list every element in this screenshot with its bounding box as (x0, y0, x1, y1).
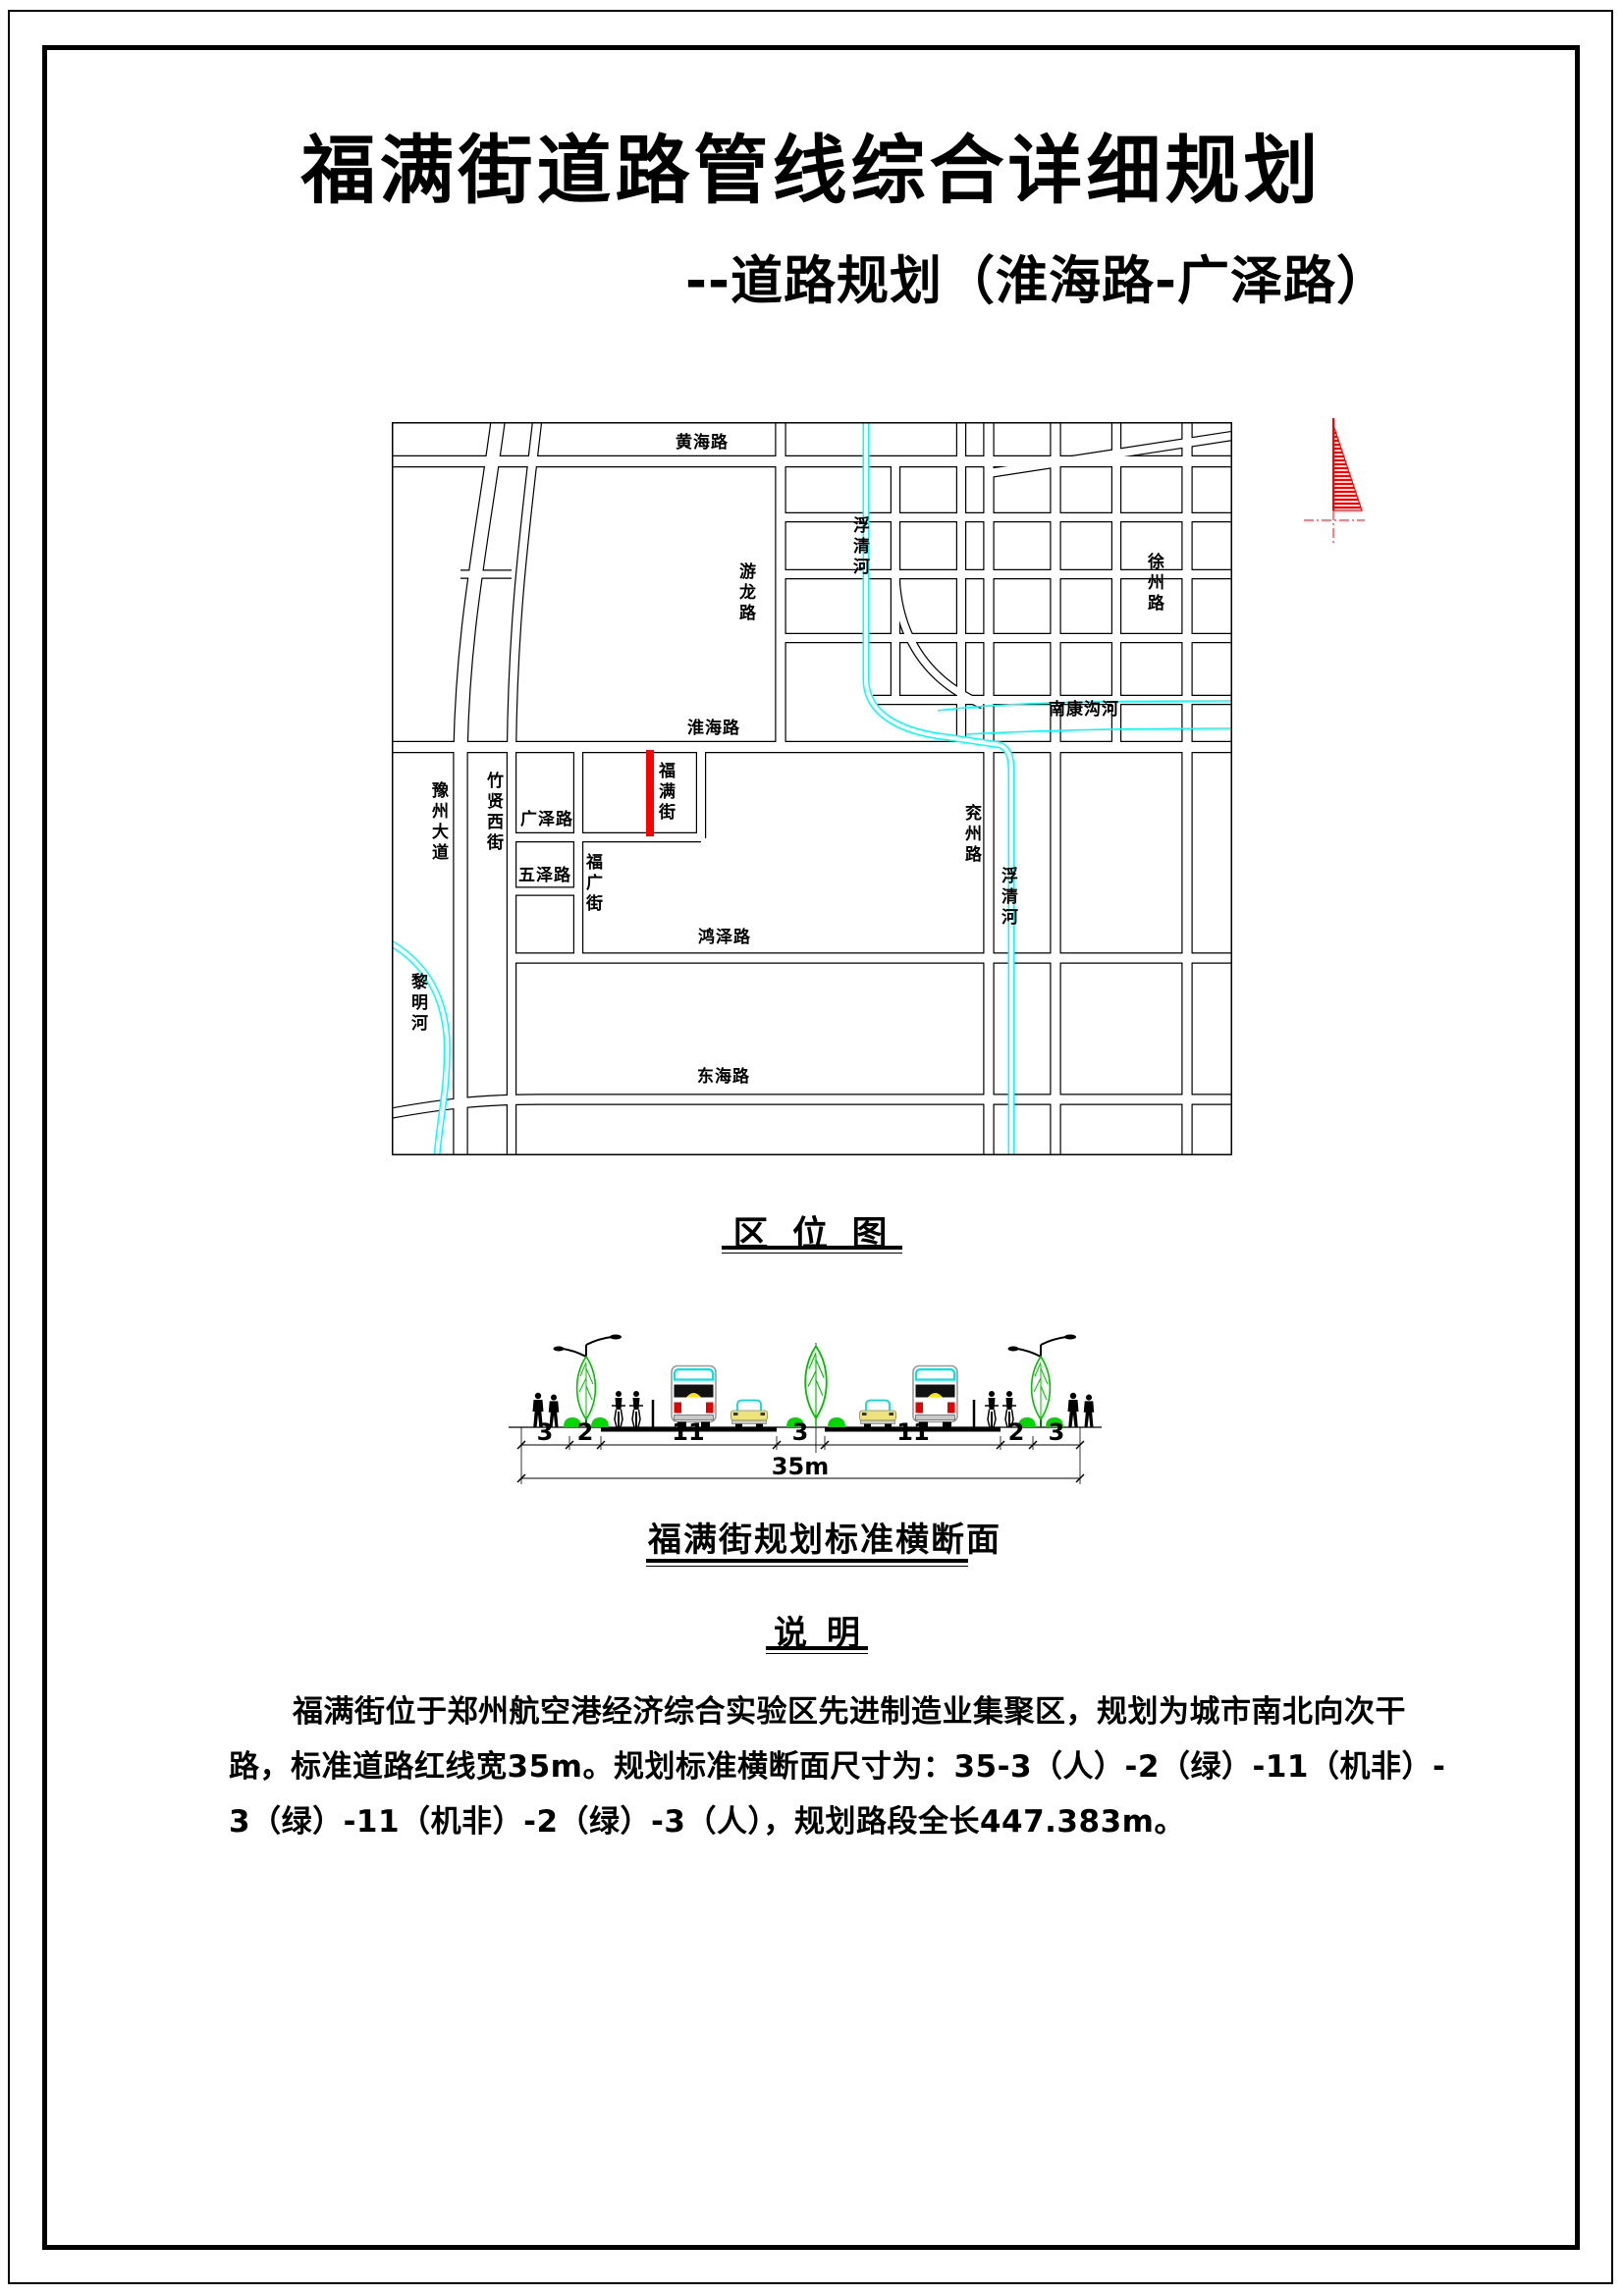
cross-section-caption: 福满街规划标准横断面 (648, 1521, 1001, 1560)
map-label-yanzhou-road: 兖州路 (961, 804, 982, 866)
map-caption-rule-thick (722, 1246, 902, 1250)
cyclist (984, 1390, 1000, 1428)
map-label-liming-river: 黎明河 (407, 973, 428, 1035)
road-network (392, 422, 1232, 1155)
svg-text:3: 3 (1049, 1418, 1065, 1446)
total-width-value: 35m (772, 1453, 829, 1480)
map-label-yuzhou-avenue: 豫州大道 (428, 781, 449, 864)
svg-text:3: 3 (537, 1418, 554, 1446)
map-label-guangze-road: 广泽路 (520, 810, 573, 829)
svg-text:11: 11 (896, 1418, 929, 1446)
north-arrow-icon (1304, 418, 1365, 546)
location-map: 黄海路 游龙路 浮清河 淮海路 福满街 广泽路 五泽路 福广街 豫州大道 竹贤西… (392, 422, 1232, 1155)
main-title: 福满街道路管线综合详细规划 (300, 127, 1323, 214)
notes-rule-thick (766, 1646, 868, 1650)
notes-rule-thin (766, 1653, 868, 1654)
map-border (392, 422, 1232, 1155)
cyclist (611, 1390, 626, 1428)
notes-line-3: 3（绿）-11（机非）-2（绿）-3（人），规划路段全长447.383m。 (229, 1804, 1185, 1840)
tree-right (1030, 1356, 1052, 1428)
map-label-hongze-road: 鸿泽路 (698, 928, 751, 947)
cross-section-rule-thin (646, 1566, 968, 1567)
subtitle: --道路规划（淮海路-广泽路） (685, 251, 1389, 311)
svg-text:2: 2 (1008, 1418, 1025, 1446)
cross-section-drawing: 3 2 11 3 11 2 3 35m (509, 1333, 1102, 1484)
map-label-xuzhou-road: 徐州路 (1144, 553, 1164, 614)
dimension-lines (516, 1427, 1085, 1484)
pedestrian (1083, 1394, 1095, 1427)
cyclist (628, 1390, 644, 1428)
dimension-values: 3 2 11 3 11 2 3 35m (537, 1418, 1065, 1480)
map-label-fuqing-river-north: 浮清河 (849, 516, 870, 578)
outer-border (8, 10, 1613, 2284)
tree-left (575, 1356, 597, 1428)
map-label-huanghai-road: 黄海路 (676, 433, 729, 453)
map-label-fuman-street: 福满街 (655, 762, 676, 824)
map-label-donghai-road: 东海路 (697, 1067, 750, 1087)
map-label-nankanggou-river: 南康沟河 (1049, 700, 1119, 720)
location-map-drawing (392, 422, 1232, 1155)
svg-text:3: 3 (792, 1418, 809, 1446)
inner-border (42, 45, 1580, 2250)
map-label-zhuxian-west-street: 竹贤西街 (483, 772, 504, 854)
map-label-wuze-road: 五泽路 (518, 866, 571, 885)
notes-line-2: 路，标准道路红线宽35m。规划标准横断面尺寸为：35-3（人）-2（绿）-11（… (229, 1749, 1446, 1785)
map-caption-rule-thin (722, 1253, 902, 1254)
cross-section-rule-thick (646, 1559, 968, 1563)
map-label-youlong-road: 游龙路 (735, 562, 756, 624)
map-label-huaihai-road: 淮海路 (687, 719, 740, 738)
svg-text:11: 11 (672, 1418, 704, 1446)
map-label-fuqing-river-south: 浮清河 (998, 867, 1018, 929)
map-label-fuguang-street: 福广街 (582, 853, 603, 915)
car-left (730, 1399, 769, 1428)
tree-center (804, 1345, 828, 1428)
svg-text:2: 2 (577, 1418, 594, 1446)
car-right (858, 1399, 897, 1428)
notes-line-1: 福满街位于郑州航空港经济综合实验区先进制造业集聚区，规划为城市南北向次干 (293, 1694, 1406, 1730)
pedestrian (1067, 1392, 1079, 1427)
rivers (392, 422, 1232, 1155)
